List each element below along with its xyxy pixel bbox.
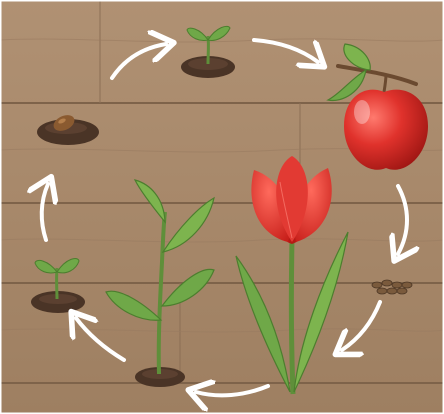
life-cycle-diagram <box>0 0 444 414</box>
life-cycle-canvas <box>0 0 444 414</box>
